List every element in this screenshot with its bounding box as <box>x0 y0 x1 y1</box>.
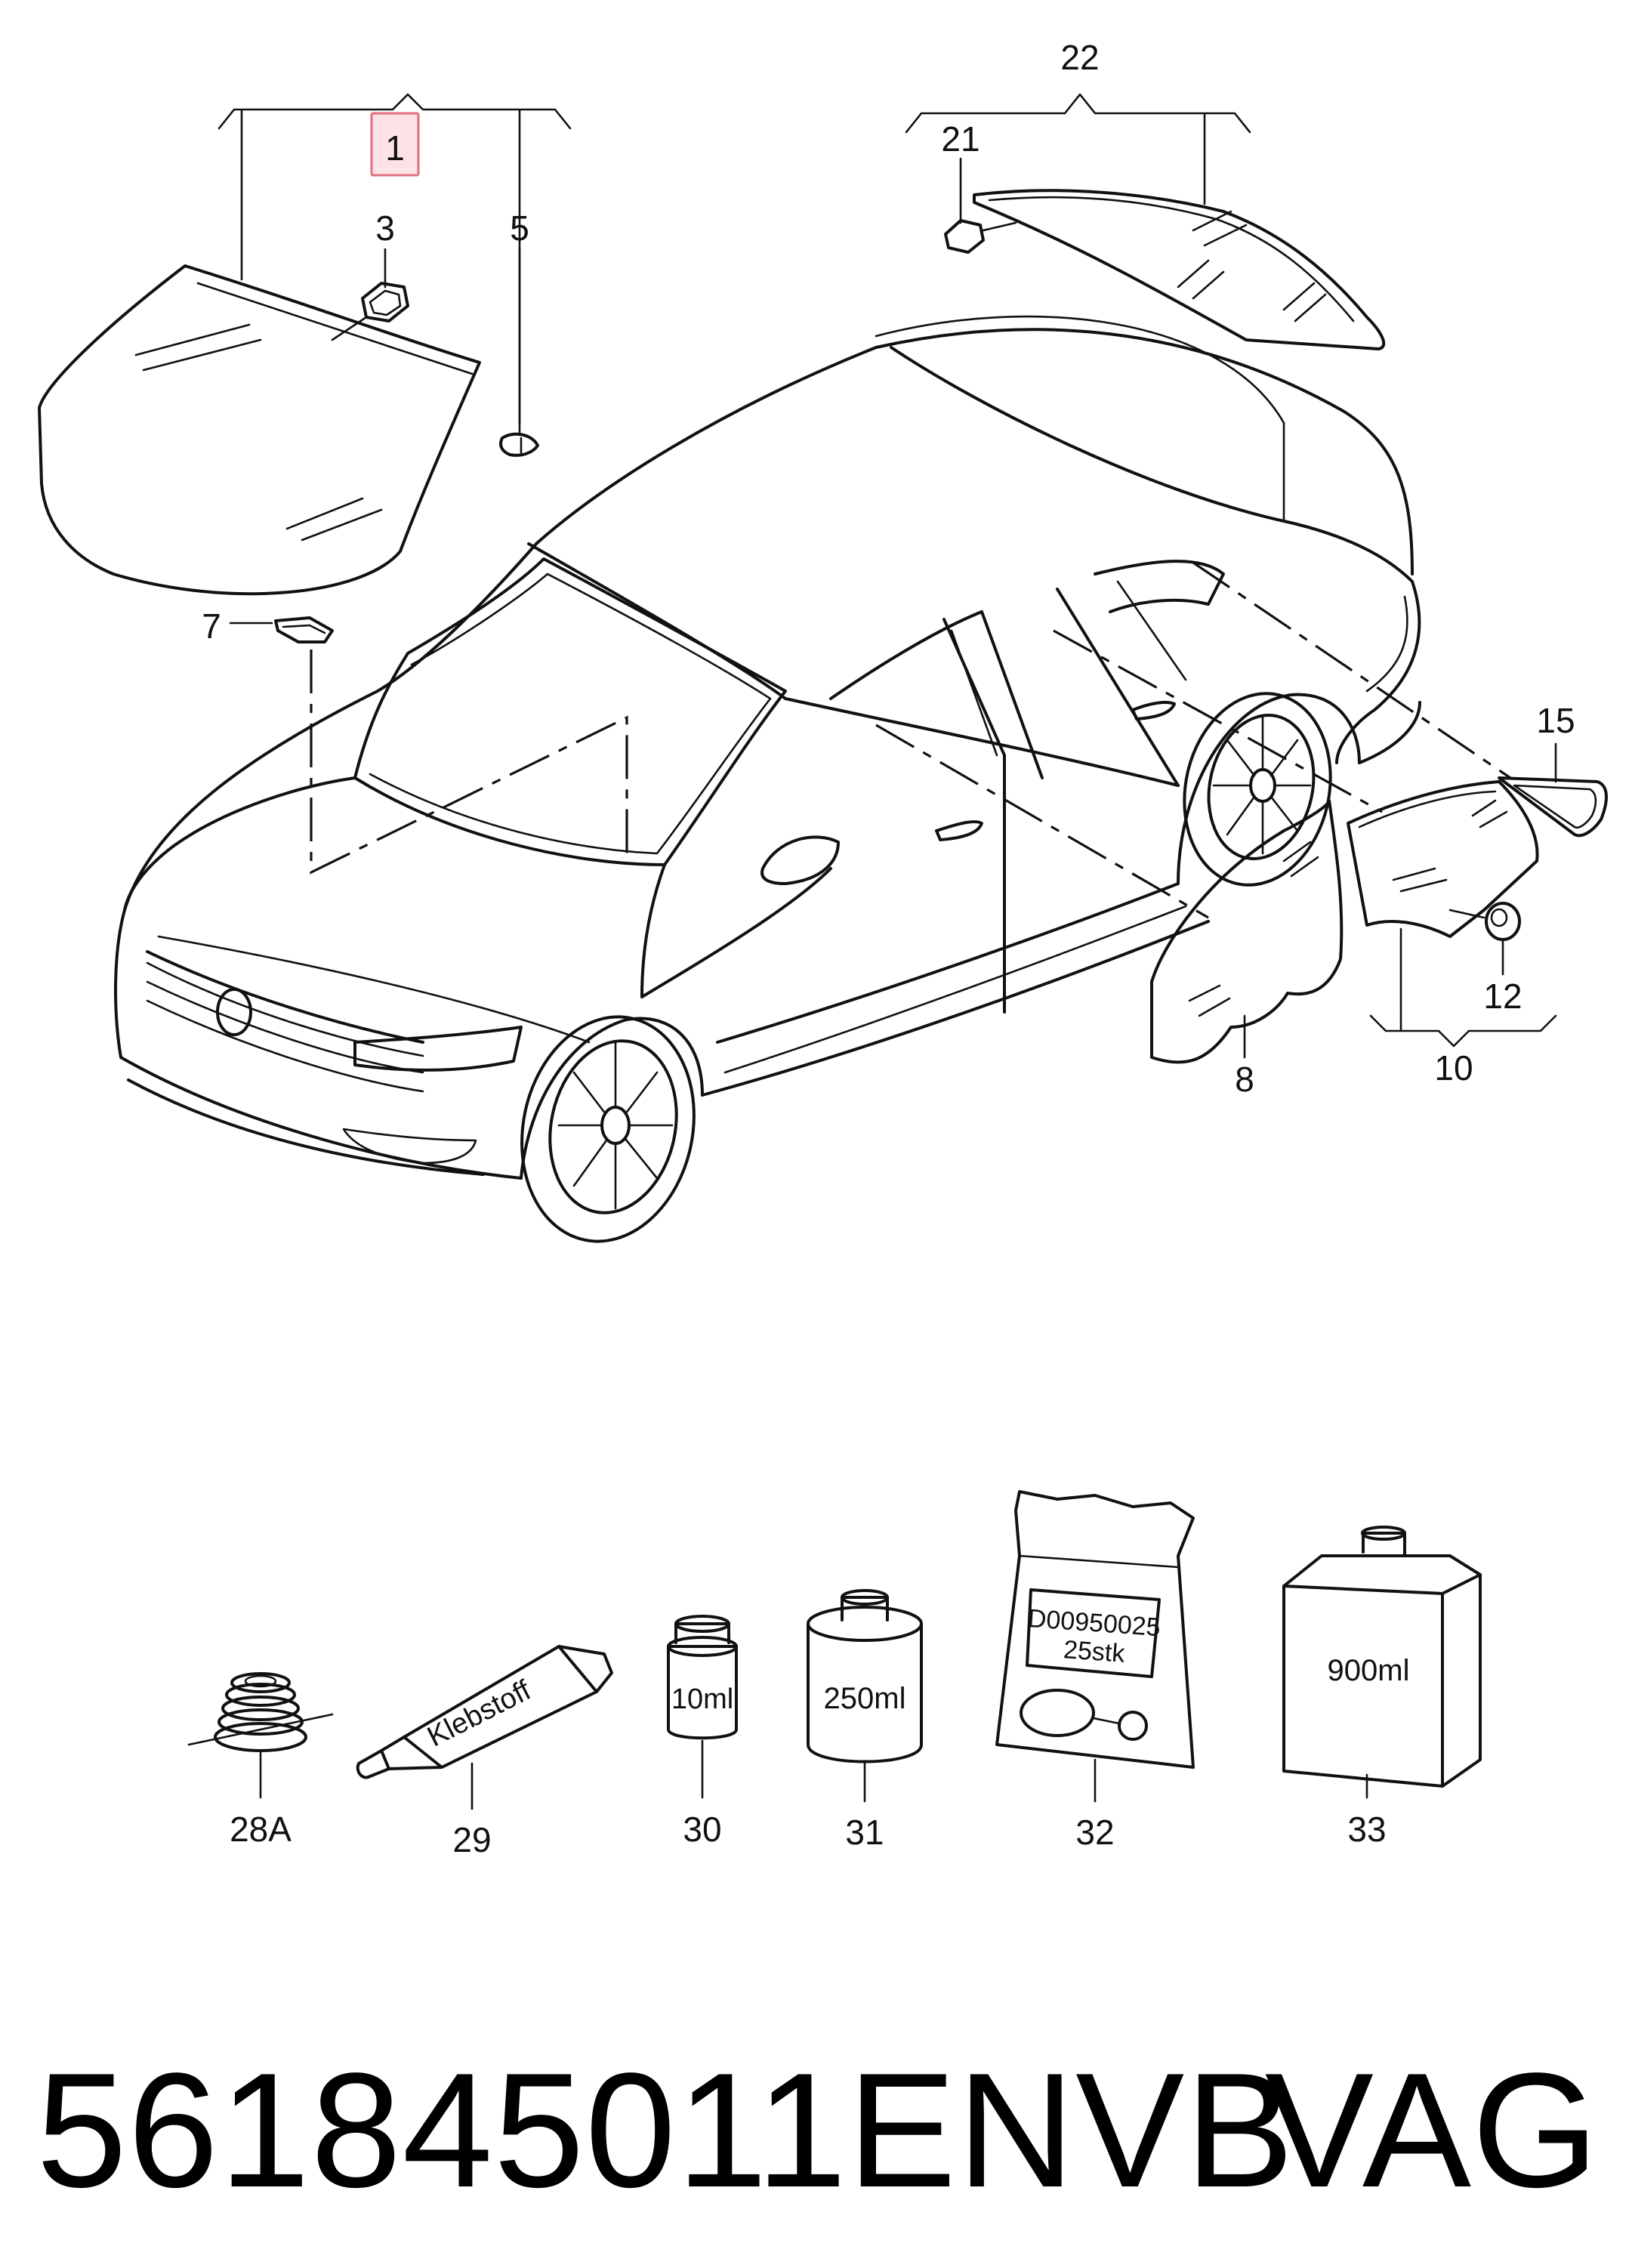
windshield-glass[interactable] <box>38 264 481 596</box>
bottle-label: 10ml <box>671 1683 733 1715</box>
rear-window-clip-21[interactable] <box>944 219 1017 254</box>
callout-30[interactable]: 30 <box>683 1810 721 1849</box>
quarter-glass-15[interactable] <box>1498 776 1608 838</box>
callout-29[interactable]: 29 <box>452 1820 491 1859</box>
rear-door-glass-10[interactable] <box>1347 780 1539 938</box>
callout-15[interactable]: 15 <box>1536 701 1575 740</box>
leader-22 <box>905 93 1251 205</box>
box-label: 900ml <box>1328 1654 1410 1687</box>
callout-31[interactable]: 31 <box>845 1813 884 1852</box>
bag-label-line2: 25stk <box>1063 1635 1127 1668</box>
bag-label-line1: D00950025 <box>1027 1604 1162 1642</box>
spacer-28a[interactable] <box>187 1672 334 1752</box>
dash-rear-door <box>1053 629 1383 813</box>
callout-12[interactable]: 12 <box>1483 977 1522 1016</box>
callout-1-highlight <box>370 112 420 177</box>
callout-8[interactable]: 8 <box>1235 1060 1254 1099</box>
dash-7-windshield <box>310 650 628 875</box>
dash-quarter <box>1192 561 1511 779</box>
front-wheel <box>520 1015 696 1243</box>
callout-21[interactable]: 21 <box>941 119 980 159</box>
callout-22[interactable]: 22 <box>1060 38 1099 77</box>
callout-3[interactable]: 3 <box>375 208 395 248</box>
primer-bottle-30[interactable]: 10ml <box>667 1615 738 1740</box>
mirror-mount-clip[interactable] <box>499 432 539 457</box>
callout-28a[interactable]: 28A <box>230 1810 292 1849</box>
car-body <box>114 315 1421 1180</box>
part-number: 561845011ENVB <box>36 2038 1295 2221</box>
callout-32[interactable]: 32 <box>1075 1813 1114 1852</box>
callout-5[interactable]: 5 <box>510 208 529 248</box>
callout-7[interactable]: 7 <box>202 606 221 646</box>
leader-10 <box>1369 927 1557 1048</box>
parts-bag-32[interactable]: D00950025 25stk <box>995 1490 1195 1769</box>
callout-1[interactable]: 1 <box>385 128 405 168</box>
callout-10[interactable]: 10 <box>1434 1048 1473 1088</box>
cleaner-box-33[interactable]: 900ml <box>1282 1526 1482 1788</box>
dash-front-door <box>875 724 1209 919</box>
callout-33[interactable]: 33 <box>1347 1810 1386 1849</box>
bracket-part-7[interactable] <box>274 616 334 643</box>
activator-can-31[interactable]: 250ml <box>807 1589 923 1763</box>
brand-name: VAG <box>1264 2038 1600 2221</box>
front-door-glass-8[interactable] <box>1150 799 1344 1064</box>
adhesive-tube-29[interactable]: Klebstoff <box>356 1645 613 1779</box>
part-number-footer: 561845011ENVB VAG <box>36 2039 1600 2220</box>
leader-1 <box>217 93 572 424</box>
can-label: 250ml <box>824 1682 906 1715</box>
rear-window-glass[interactable] <box>973 189 1386 350</box>
rain-sensor-bracket[interactable] <box>331 282 409 341</box>
tube-label: Klebstoff <box>422 1674 536 1753</box>
